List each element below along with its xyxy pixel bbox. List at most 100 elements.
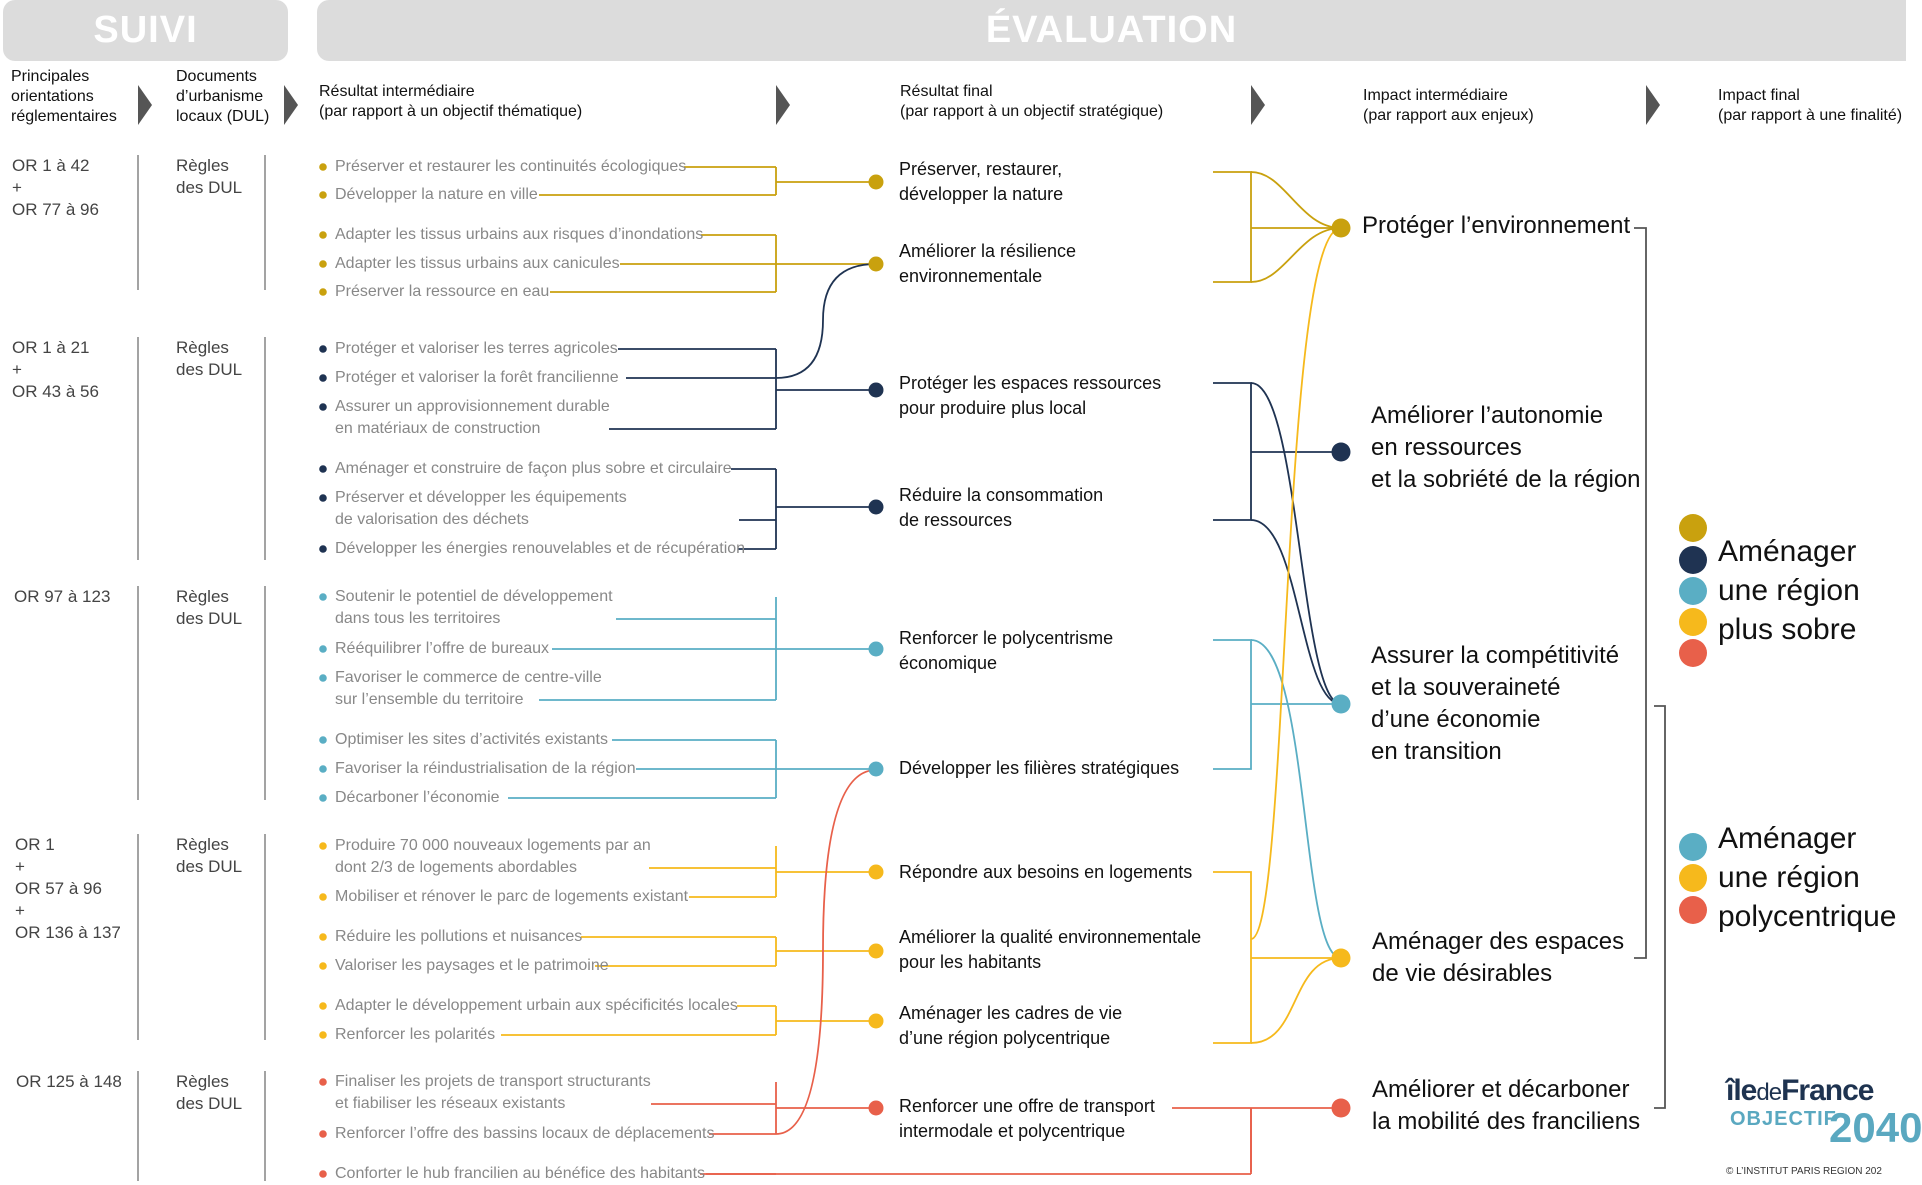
intermediate-result-bullet [319, 465, 327, 473]
intermediate-result-label: Rééquilibrer l’offre de bureaux [335, 638, 549, 660]
intermediate-result-label: Renforcer les polarités [335, 1024, 495, 1046]
intermediate-result-bullet [319, 345, 327, 353]
intermediate-result-bullet [319, 794, 327, 802]
final-impact-line: Aménager [1718, 535, 1857, 568]
final-impact-line: une région [1718, 574, 1860, 607]
intermediate-result-line: Favoriser le commerce de centre-ville [335, 669, 602, 686]
final-result-dot [868, 1100, 884, 1116]
bracket-line [1213, 639, 1252, 770]
impact-connector [1250, 639, 1342, 959]
final-impact-legend-dot [1679, 864, 1707, 892]
intermediate-result-label: Préserver la ressource en eau [335, 281, 549, 303]
intermediate-result-label: Mobiliser et rénover le parc de logement… [335, 886, 688, 908]
final-result-label: Répondre aux besoins en logements [899, 860, 1192, 885]
intermediate-result-label: Développer les énergies renouvelables et… [335, 538, 745, 560]
final-result-line: pour les habitants [899, 952, 1042, 972]
intermediate-result-line: Décarboner l’économie [335, 789, 500, 806]
intermediate-result-label: Réduire les pollutions et nuisances [335, 926, 582, 948]
intermediate-result-line: Aménager et construire de façon plus sob… [335, 460, 732, 477]
intermediate-result-bullet [319, 403, 327, 411]
final-result-label: Développer les filières stratégiques [899, 756, 1179, 781]
intermediate-impact-line: et la sobriété de la région [1371, 466, 1641, 493]
intermediate-result-bullet [319, 231, 327, 239]
final-impact-bracket [1634, 227, 1647, 959]
final-impact-legend-dot [1679, 639, 1707, 667]
final-result-dot [868, 382, 884, 398]
intermediate-result-label: Décarboner l’économie [335, 787, 500, 809]
impact-connector [1250, 957, 1342, 1044]
final-result-dot [868, 641, 884, 657]
orientation-group: OR 1+OR 57 à 96+OR 136 à 137 [15, 835, 121, 942]
intermediate-result-label: Préserver et restaurer les continuités é… [335, 156, 686, 178]
final-impact-line: une région [1718, 861, 1860, 894]
intermediate-result-label: Conforter le hub francilien au bénéfice … [335, 1163, 705, 1185]
intermediate-result-line: Renforcer les polarités [335, 1026, 496, 1043]
intermediate-result-line: Préserver et restaurer les continuités é… [335, 158, 687, 175]
final-result-dot [868, 499, 884, 515]
final-result-label: Protéger les espaces ressources pour prod… [899, 371, 1161, 421]
intermediate-result-line: Protéger et valoriser les terres agricol… [335, 340, 618, 357]
final-result-line: Protéger les espaces ressources [899, 373, 1162, 393]
intermediate-result-label: Protéger et valoriser les terres agricol… [335, 338, 618, 360]
impact-connector [1250, 227, 1342, 940]
intermediate-result-line: Renforcer l’offre des bassins locaux de … [335, 1125, 715, 1142]
intermediate-result-line: Protéger et valoriser la forêt francilie… [335, 369, 619, 386]
intermediate-result-bullet [319, 191, 327, 199]
intermediate-impact-dot [1331, 1098, 1351, 1118]
intermediate-result-bullet [319, 545, 327, 553]
final-result-line: environnementale [899, 266, 1043, 286]
intermediate-result-label: Renforcer l’offre des bassins locaux de … [335, 1123, 714, 1145]
intermediate-impact-line: Assurer la compétitivité [1371, 642, 1620, 669]
cross-link [775, 263, 877, 379]
intermediate-result-label: Adapter le développement urbain aux spéc… [335, 995, 738, 1017]
intermediate-result-line: Valoriser les paysages et le patrimoine [335, 957, 609, 974]
final-result-line: pour produire plus local [899, 398, 1087, 418]
intermediate-impact-line: en ressources [1371, 434, 1522, 461]
year-label: 2040 [1829, 1104, 1922, 1151]
orientation-group: OR 1 à 42+OR 77 à 96 [12, 156, 99, 219]
final-result-line: Répondre aux besoins en logements [899, 862, 1193, 882]
impact-connector [1250, 382, 1342, 705]
intermediate-result-bullet [319, 1130, 327, 1138]
intermediate-impact-line: d’une économie [1371, 706, 1541, 733]
final-result-line: Renforcer une offre de transport [899, 1096, 1155, 1116]
intermediate-result-line: Produire 70 000 nouveaux logements par a… [335, 837, 651, 854]
intermediate-result-label: Aménager et construire de façon plus sob… [335, 458, 732, 480]
final-impact-legend-dot [1679, 514, 1707, 542]
intermediate-result-label: Finaliser les projets de transport struc… [335, 1071, 651, 1115]
impact-connector [1250, 227, 1342, 283]
intermediate-result-bullet [319, 893, 327, 901]
final-result-line: Préserver, restaurer, [899, 159, 1063, 179]
orientation-group: OR 97 à 123 [14, 587, 111, 606]
final-impact-legend-dot [1679, 608, 1707, 636]
intermediate-impact-line: la mobilité des franciliens [1372, 1108, 1641, 1135]
intermediate-result-bullet [319, 163, 327, 171]
final-result-dot [868, 864, 884, 880]
final-result-line: Renforcer le polycentrisme [899, 628, 1114, 648]
intermediate-result-bullet [319, 1031, 327, 1039]
header-intermediate-impact: Impact intermédiaire(par rapport aux enj… [1363, 87, 1534, 124]
intermediate-result-line: Adapter les tissus urbains aux canicules [335, 255, 620, 272]
intermediate-result-bullet [319, 374, 327, 382]
final-impact-legend-dot [1679, 577, 1707, 605]
intermediate-impact-label: Protéger l’environnement [1362, 210, 1630, 242]
header-intermediate-result: Résultat intermédiaire(par rapport à un … [319, 83, 583, 120]
header-final-result: Résultat final(par rapport à un objectif… [900, 83, 1164, 120]
intermediate-result-line: Développer les énergies renouvelables et… [335, 540, 746, 557]
